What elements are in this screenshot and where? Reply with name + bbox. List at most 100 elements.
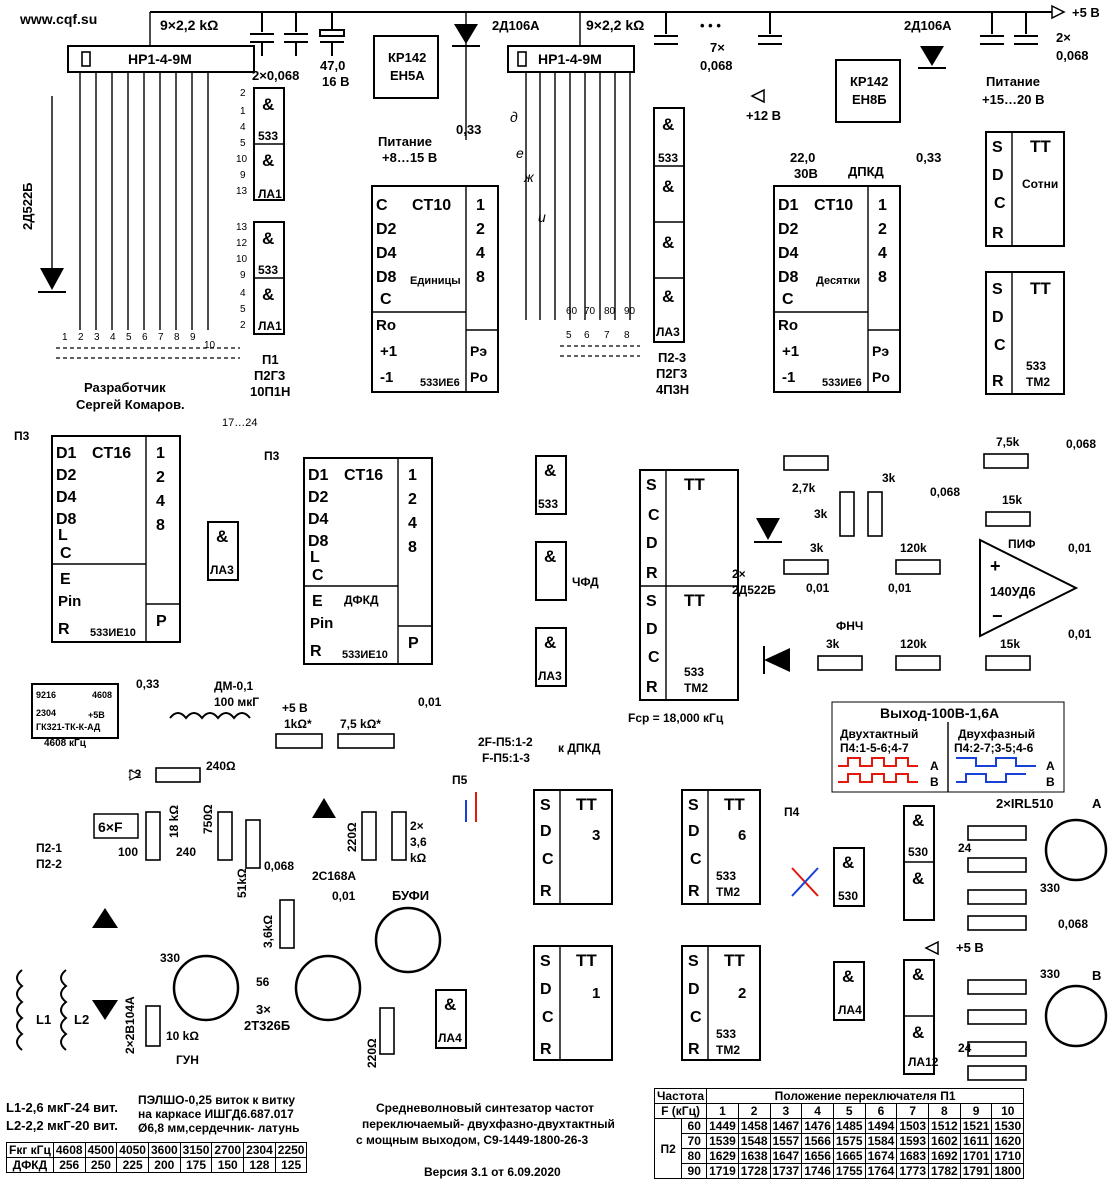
svg-text:4: 4 [878,245,887,262]
svg-text:Двухфазный: Двухфазный [958,727,1035,741]
svg-text:533: 533 [258,263,278,277]
svg-text:R: R [646,565,658,582]
svg-text:10: 10 [236,254,248,265]
svg-text:330: 330 [160,951,180,965]
svg-text:533ИЕ6: 533ИЕ6 [420,377,460,389]
svg-text:−: − [992,606,1003,626]
svg-text:2: 2 [156,469,165,486]
svg-text:ЛА3: ЛА3 [656,325,680,339]
svg-text:&: & [662,115,674,134]
svg-text:S: S [688,797,699,814]
svg-text:П2Г3: П2Г3 [656,366,687,381]
svg-text:S: S [688,953,699,970]
svg-text:-1: -1 [782,369,795,386]
svg-text:5: 5 [566,330,572,341]
svg-text:533: 533 [1026,359,1046,373]
svg-text:18 kΩ: 18 kΩ [167,805,181,838]
svg-text:ж: ж [523,169,535,185]
plus5-arrow-icon [1051,4,1066,20]
svg-text:2304: 2304 [36,708,56,718]
svg-text:Pэ: Pэ [872,343,889,359]
svg-text:60: 60 [566,306,578,317]
svg-text:3k: 3k [882,471,896,485]
gate-530-mid: & 530 [833,847,865,907]
svg-text:CT10: CT10 [412,197,451,214]
svg-text:4: 4 [408,515,417,532]
svg-text:2: 2 [738,985,746,1002]
svg-text:0,33: 0,33 [456,122,481,137]
svg-text:TT: TT [1030,137,1051,156]
svg-text:220Ω: 220Ω [345,822,359,852]
svg-text:CT16: CT16 [344,467,383,484]
svg-text:8: 8 [408,539,417,556]
svg-text:2×: 2× [1056,30,1071,45]
svg-text:8: 8 [476,269,485,286]
fcr-label: Fср = 18,000 кГц [628,711,724,725]
transistor-gun-icon [172,954,240,1022]
svg-text:C: C [376,197,388,214]
inductor-icon [169,712,251,720]
svg-text:Двухтактный: Двухтактный [840,727,918,741]
svg-text:&: & [544,461,556,480]
svg-text:C: C [994,195,1006,212]
svg-text:П4:1-5-6;4-7: П4:1-5-6;4-7 [840,741,909,755]
svg-text:КР142: КР142 [850,74,888,89]
svg-text:+1: +1 [782,343,799,360]
svg-text:2: 2 [878,221,887,238]
svg-text:S: S [540,797,551,814]
svg-text:7,5k: 7,5k [996,435,1020,449]
waveform-twophase-b [956,773,1026,783]
svg-text:3,6kΩ: 3,6kΩ [261,915,275,948]
cap-47-label: 47,0 [320,58,345,73]
svg-text:D: D [540,823,552,840]
svg-text:ДМ-0,1: ДМ-0,1 [214,679,254,693]
svg-text:TT: TT [724,951,745,970]
transistor-mid-icon [294,954,362,1022]
svg-text:kΩ: kΩ [410,851,427,865]
pif-label: ПИФ [1008,537,1036,551]
svg-text:Десятки: Десятки [816,275,860,287]
svg-text:2С168А: 2С168А [312,869,356,883]
svg-text:4: 4 [240,122,246,133]
diode-2d106-label-1: 2Д106А [492,18,540,33]
svg-text:+8…15 В: +8…15 В [382,150,437,165]
svg-text:5: 5 [126,332,132,343]
output-resistors [967,825,1027,1081]
diode-2d106-label-2: 2Д106А [904,18,952,33]
switch-p1-label: П1 [262,352,279,367]
svg-text:ЛА12: ЛА12 [908,1055,939,1069]
svg-text:L: L [310,549,320,566]
svg-text:F-П5:1-3: F-П5:1-3 [482,751,530,765]
caps-2x0068-label: 2×0,068 [252,68,299,83]
svg-text:ТМ2: ТМ2 [684,681,708,695]
svg-text:15k: 15k [1000,637,1020,651]
rail-plus5-label: +5 В [1072,5,1100,20]
svg-text:56: 56 [256,975,270,989]
svg-text:ЛА3: ЛА3 [210,563,234,577]
svg-text:4: 4 [476,245,485,262]
svg-text:• • •: • • • [700,18,721,33]
gate-la1-upper: & 533 & ЛА1 [253,87,285,201]
res-array-1 [67,45,255,73]
svg-text:C: C [782,291,794,308]
svg-text:R: R [540,883,552,900]
svg-text:15k: 15k [1002,493,1022,507]
svg-text:TT: TT [1030,279,1051,298]
svg-text:&: & [912,811,924,830]
svg-text:330: 330 [1040,967,1060,981]
svg-text:4608: 4608 [92,690,112,700]
res-array-1-type: HP1-4-9M [128,51,192,67]
svg-text:&: & [662,287,674,306]
gate-chfd-top: & 533 [535,455,567,515]
svg-text:9: 9 [240,170,246,181]
svg-text:12: 12 [236,238,248,249]
svg-text:CT10: CT10 [814,197,853,214]
svg-text:П4: П4 [784,805,800,819]
svg-text:A: A [930,759,939,773]
sixf-label: 6×F [98,819,123,835]
